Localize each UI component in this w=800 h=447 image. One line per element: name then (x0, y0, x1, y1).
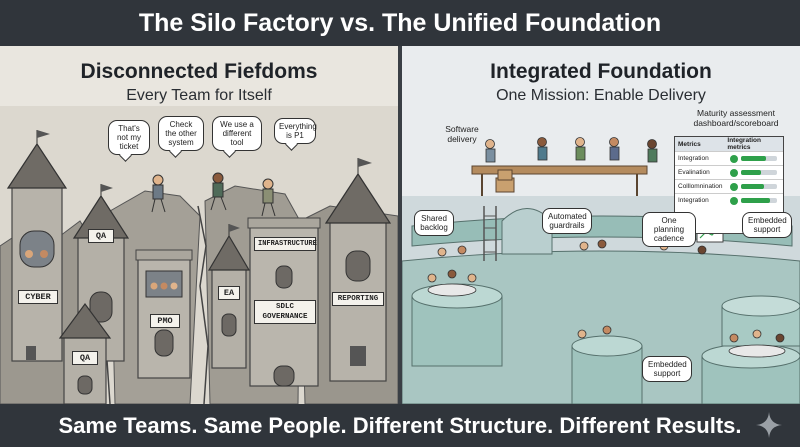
check-icon (730, 168, 738, 177)
footer-tagline-text: Same Teams. Same People. Different Struc… (58, 412, 742, 438)
speech-bubble: That's not my ticket (108, 120, 150, 155)
software-delivery-label: Software delivery (445, 124, 479, 144)
speech-bubble: We use a different tool (212, 116, 262, 151)
sparkle-icon (756, 412, 782, 438)
scoreboard-row: Integration (675, 193, 783, 207)
panel-divider (398, 46, 402, 404)
scoreboard-row-label: Evalination (678, 169, 710, 176)
embedded-support-bottom-label: Embedded support (642, 356, 692, 382)
shared-backlog-label: Shared backlog (414, 210, 454, 236)
scoreboard-row-label: Integration (678, 197, 709, 204)
check-icon (730, 196, 738, 205)
progress-bar (741, 156, 777, 161)
progress-bar (741, 198, 777, 203)
scoreboard-row-label: Colllomnination (678, 183, 723, 190)
scoreboard-header: Metrics Integration metrics (675, 137, 783, 151)
tower-sign-qa-bottom: QA (72, 351, 98, 365)
right-panel-subtitle: One Mission: Enable Delivery (496, 87, 706, 104)
progress-bar (741, 184, 777, 189)
right-panel: Integrated Foundation One Mission: Enabl… (402, 46, 800, 404)
left-panel-subtitle: Every Team for Itself (126, 87, 272, 104)
tower-sign-infrastructure: INFRASTRUCTURE (254, 237, 317, 251)
maturity-dashboard-label: Maturity assessment dashboard/scoreboard (693, 108, 779, 128)
right-panel-title: Integrated Foundation (490, 60, 712, 83)
embedded-support-top-label: Embedded support (742, 212, 792, 238)
scoreboard-row: Colllomnination (675, 179, 783, 193)
progress-bar (741, 170, 777, 175)
check-icon (730, 182, 738, 191)
left-panel-title: Disconnected Fiefdoms (80, 60, 318, 83)
tower-sign-qa-top: QA (88, 229, 114, 243)
scoreboard-row: Integration (675, 151, 783, 165)
tower-sign-reporting: REPORTING (332, 292, 384, 306)
tower-sign-ea: EA (218, 286, 240, 300)
scoreboard-row: Evalination (675, 165, 783, 179)
tower-sign-sdlc-governance: SDLC GOVERNANCE (254, 300, 316, 324)
footer-tagline: Same Teams. Same People. Different Struc… (0, 404, 800, 447)
scoreboard-header-metrics: Metrics (678, 140, 701, 148)
left-panel: Disconnected Fiefdoms Every Team for Its… (0, 46, 398, 404)
scoreboard-header-integration: Integration metrics (727, 137, 761, 151)
tower-sign-cyber: CYBER (18, 290, 58, 304)
scoreboard-row-label: Integration (678, 155, 709, 162)
tower-sign-pmo: PMO (150, 314, 180, 328)
automated-guardrails-label: Automated guardrails (542, 208, 592, 234)
speech-bubble: Everything is P1 (274, 118, 317, 144)
check-icon (730, 154, 738, 163)
speech-bubble: Check the other system (158, 116, 204, 151)
header-title: The Silo Factory vs. The Unified Foundat… (0, 0, 800, 46)
one-planning-cadence-label: One planning cadence (642, 212, 696, 247)
